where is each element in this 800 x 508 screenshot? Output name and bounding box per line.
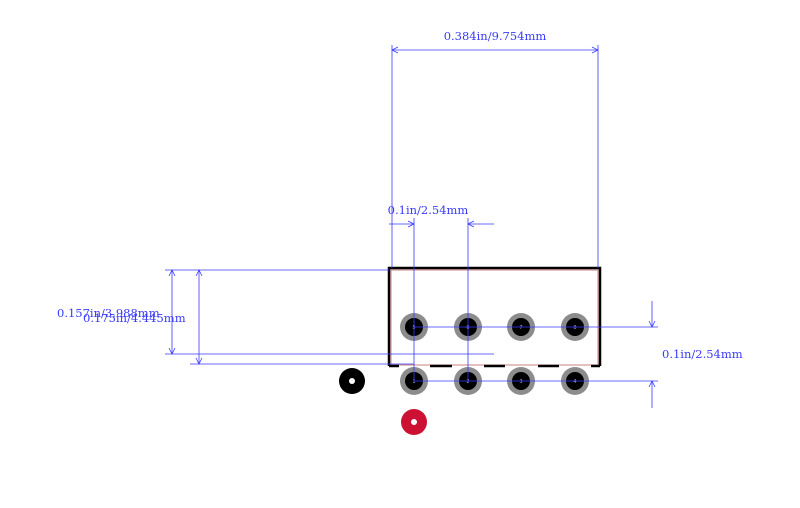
pad-label: 7 bbox=[519, 325, 522, 331]
origin-marker bbox=[401, 409, 427, 435]
pad-label: 8 bbox=[573, 325, 576, 331]
pad-label: 4 bbox=[573, 379, 576, 385]
dim-pitch-horizontal: 0.1in/2.54mm bbox=[388, 203, 469, 217]
dimension-lines bbox=[165, 45, 658, 408]
dim-pitch-vertical: 0.1in/2.54mm bbox=[662, 347, 743, 361]
body-silkscreen-outline bbox=[387, 266, 602, 366]
dim-body-height: 0.157in/3.988mm bbox=[57, 306, 160, 320]
pad-label: 2 bbox=[466, 379, 469, 385]
dim-overall-width: 0.384in/9.754mm bbox=[444, 29, 547, 43]
component-body bbox=[387, 266, 602, 368]
pad-label: 1 bbox=[412, 379, 415, 385]
pad-label: 3 bbox=[519, 379, 522, 385]
pin1-marker bbox=[339, 368, 365, 394]
dim-row-offset: 0.175in/4.445mm bbox=[83, 311, 186, 325]
